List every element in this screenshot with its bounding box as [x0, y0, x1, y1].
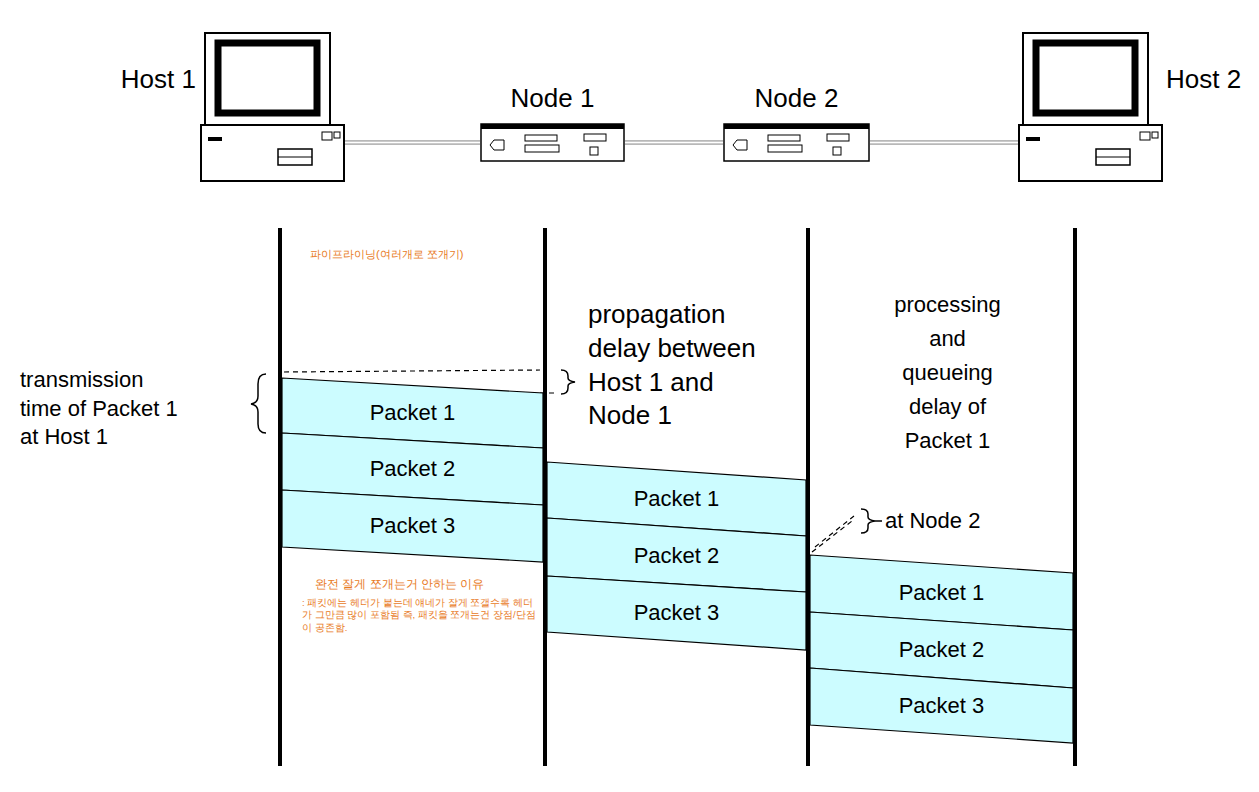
system-unit	[201, 125, 344, 181]
packet-label: Packet 2	[370, 457, 456, 481]
host-computer: Host 2	[1018, 32, 1163, 182]
router-top-bar	[724, 124, 869, 129]
monitor	[1023, 33, 1148, 125]
drive-line	[278, 157, 312, 158]
annotation: propagation delay between Host 1 and Nod…	[588, 298, 768, 433]
router-body	[724, 124, 869, 161]
network-link-core	[345, 142, 480, 144]
packet-label: Packet 3	[370, 514, 456, 538]
device-label: Node 2	[755, 84, 839, 113]
router-port	[490, 140, 504, 150]
dashed-guide	[815, 516, 854, 547]
device-icon	[1018, 32, 1163, 182]
timelines	[280, 228, 1075, 766]
drive-line	[1096, 157, 1130, 158]
drive-slot	[1026, 137, 1040, 141]
drive-slot	[208, 137, 222, 141]
packet-band: Packet 3	[547, 576, 806, 650]
network-link-core	[625, 142, 723, 144]
router-led	[590, 147, 598, 155]
drive-bay	[278, 149, 312, 165]
device-icon	[200, 32, 345, 182]
packet-label: Packet 1	[899, 580, 985, 604]
monitor	[205, 33, 330, 125]
handwritten-note: 완전 잘게 쪼개는거 안하는 이유	[315, 577, 543, 593]
power-led	[334, 132, 340, 138]
power-button	[322, 132, 332, 140]
annotation: processing and queueing delay of Packet …	[885, 288, 1010, 458]
router-led	[833, 147, 841, 155]
screen	[1036, 43, 1135, 113]
device-label: Host 1	[121, 65, 196, 94]
brace-tick	[875, 520, 882, 522]
router-body	[481, 124, 624, 161]
network-link-core	[870, 142, 1018, 144]
brace	[861, 509, 875, 533]
dashed-guide	[812, 521, 852, 552]
annotation: at Node 2	[885, 507, 1035, 536]
router-slot	[768, 135, 800, 141]
timeline	[278, 228, 282, 766]
handwritten-note: 파이프라이닝(여러개로 쪼개기)	[310, 247, 540, 261]
device-icon	[480, 123, 625, 162]
device-label: Node 1	[511, 84, 595, 113]
device-icon	[723, 123, 870, 162]
screen	[218, 43, 317, 113]
router-slot	[768, 145, 802, 152]
router-node: Node 2	[723, 123, 870, 162]
dashed-guide	[284, 370, 540, 372]
drive-bay	[1096, 149, 1130, 165]
packet-outline	[282, 490, 543, 562]
packet-label: Packet 1	[370, 401, 456, 425]
router-port	[733, 140, 747, 150]
router-node: Node 1	[480, 123, 625, 162]
router-slot	[827, 134, 849, 141]
packet-outline	[810, 668, 1073, 743]
packet-band: Packet 3	[810, 668, 1073, 743]
packet-label: Packet 3	[899, 694, 985, 718]
router-slot	[584, 134, 606, 141]
packet-label: Packet 1	[634, 487, 720, 511]
network-link	[345, 140, 480, 145]
packet-outline	[547, 576, 806, 650]
brace	[251, 374, 266, 433]
power-led	[1152, 132, 1158, 138]
brace	[561, 370, 575, 394]
router-slot	[525, 135, 557, 141]
handwritten-note: : 패킷에는 헤더가 붙는데 얘네가 잘게 쪼갤수록 헤더가 그만큼 많이 포함…	[302, 597, 540, 634]
router-top-bar	[481, 124, 624, 129]
packet-label: Packet 3	[634, 600, 720, 624]
router-slot	[525, 145, 559, 152]
power-button	[1140, 132, 1150, 140]
host-computer: Host 1	[200, 32, 345, 182]
annotation: transmission time of Packet 1 at Host 1	[20, 366, 185, 452]
network-link	[870, 140, 1018, 145]
network-link	[625, 140, 723, 145]
system-unit	[1019, 125, 1162, 181]
packet-label: Packet 2	[899, 637, 985, 661]
packet-label: Packet 2	[634, 543, 720, 567]
packet-band: Packet 3	[282, 490, 543, 562]
device-label: Host 2	[1166, 65, 1241, 94]
